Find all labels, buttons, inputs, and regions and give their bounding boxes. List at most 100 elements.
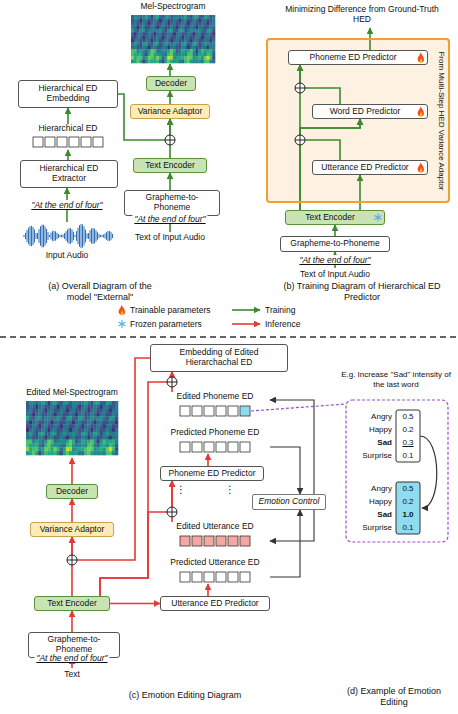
spectrogram-cell	[109, 436, 112, 440]
sum-stroke	[300, 135, 301, 145]
spectrogram-cell	[198, 22, 201, 26]
spectrogram-cell	[190, 60, 193, 64]
spectrogram-cell	[66, 443, 69, 447]
spectrogram-cell	[176, 15, 179, 19]
node-text: Variance Adaptor	[40, 525, 105, 535]
waveform-stroke	[27, 230, 28, 242]
spectrogram-cell	[115, 447, 118, 451]
spectrogram-cell	[75, 432, 78, 436]
spectrogram-cell	[195, 42, 198, 46]
spectrogram-cell	[156, 18, 159, 22]
spectrogram-cell	[51, 420, 54, 424]
spectrogram-cell	[29, 409, 32, 413]
waveform-stroke	[111, 232, 112, 240]
spectrogram-cell	[162, 49, 165, 53]
connector	[110, 603, 160, 605]
spectrogram-cell	[195, 15, 198, 19]
spectrogram-cell	[148, 46, 151, 50]
edge-label: "At the end of four"	[132, 214, 207, 224]
spectrogram-cell	[100, 432, 103, 436]
spectrogram-cell	[142, 46, 145, 50]
region-fill	[266, 38, 450, 203]
spectrogram-cell	[137, 29, 140, 33]
spectrogram-cell	[38, 440, 41, 444]
spectrogram-cell	[75, 401, 78, 405]
vector-cell	[45, 137, 55, 147]
spectrogram-cell	[90, 443, 93, 447]
node-text: Predicted Phoneme ED	[171, 428, 260, 438]
spectrogram-cell	[156, 53, 159, 57]
spectrogram-cell	[109, 413, 112, 417]
spectrogram-cell	[106, 409, 109, 413]
spectrogram-cell	[170, 22, 173, 26]
vector-cell	[57, 137, 67, 147]
spectrogram-cell	[184, 22, 187, 26]
spectrogram-cell	[142, 60, 145, 64]
panel-caption: (d) Example of Emotion Editing	[335, 686, 453, 708]
spectrogram-cell	[145, 18, 148, 22]
module-box: Text Encoder	[133, 158, 207, 173]
spectrogram-cell	[198, 25, 201, 29]
waveform-stroke	[34, 229, 35, 242]
spectrogram-cell	[145, 25, 148, 29]
waveform-stroke	[69, 228, 70, 243]
vector-cell	[216, 442, 226, 452]
spectrogram-cell	[134, 56, 137, 60]
spectrogram-cell	[134, 32, 137, 36]
spectrogram-cell	[90, 409, 93, 413]
spectrogram-cell	[87, 416, 90, 420]
waveform-stroke	[31, 226, 32, 246]
spectrogram-cell	[100, 447, 103, 451]
spectrogram-cell	[84, 405, 87, 409]
spectrogram-cell	[109, 401, 112, 405]
spectrogram-cell	[198, 15, 201, 19]
spectrogram-cell	[176, 36, 179, 40]
spectrogram-cell	[207, 25, 210, 29]
spectrogram-cell	[207, 46, 210, 50]
spectrogram-cell	[151, 36, 154, 40]
spectrogram-cell	[209, 60, 212, 64]
spectrogram-cell	[167, 25, 170, 29]
spectrogram-cell	[148, 32, 151, 36]
spectrogram-cell	[165, 42, 168, 46]
spectrogram-cell	[100, 405, 103, 409]
connector	[71, 611, 73, 632]
spectrogram-cell	[66, 409, 69, 413]
spectrogram-cell	[156, 36, 159, 40]
waveform-stroke	[96, 230, 97, 241]
vector-cells	[180, 406, 250, 416]
spectrogram-cell	[165, 60, 168, 64]
spectrogram-cell	[193, 22, 196, 26]
spectrogram-cell	[35, 416, 38, 420]
emotion-name: Sad	[350, 508, 392, 521]
spectrogram-cell	[139, 60, 142, 64]
waveform-stroke	[78, 228, 79, 245]
spectrogram-cell	[148, 39, 151, 43]
spectrogram-cell	[109, 405, 112, 409]
spectrogram-cell	[47, 440, 50, 444]
vector-cell	[228, 442, 238, 452]
spectrogram-cell	[173, 29, 176, 33]
spectrogram-cell	[51, 405, 54, 409]
spectrogram-cell	[63, 424, 66, 428]
region-band: From Multi-Step HED Variance AdaptorPhon…	[266, 38, 450, 203]
spectrogram-cell	[87, 440, 90, 444]
spectrogram-cell	[184, 39, 187, 43]
spectrogram-cell	[63, 409, 66, 413]
node-text: Input Audio	[46, 251, 89, 261]
spectrogram-cell	[201, 60, 204, 64]
spectrogram-cell	[97, 401, 100, 405]
spectrogram-cell	[190, 46, 193, 50]
spectrogram-cell	[156, 32, 159, 36]
spectrogram-cell	[131, 25, 134, 29]
spectrogram-cell	[176, 49, 179, 53]
spectrogram-cell	[173, 22, 176, 26]
text-node: Text of Input Audio	[285, 268, 385, 282]
spectrogram-cell	[109, 447, 112, 451]
spectrogram-cell	[69, 420, 72, 424]
spectrogram-cell	[103, 413, 106, 417]
spectrogram-cell	[165, 32, 168, 36]
waveform-stroke	[94, 229, 95, 244]
spectrogram-cell	[112, 401, 115, 405]
vector-cell	[216, 406, 226, 416]
